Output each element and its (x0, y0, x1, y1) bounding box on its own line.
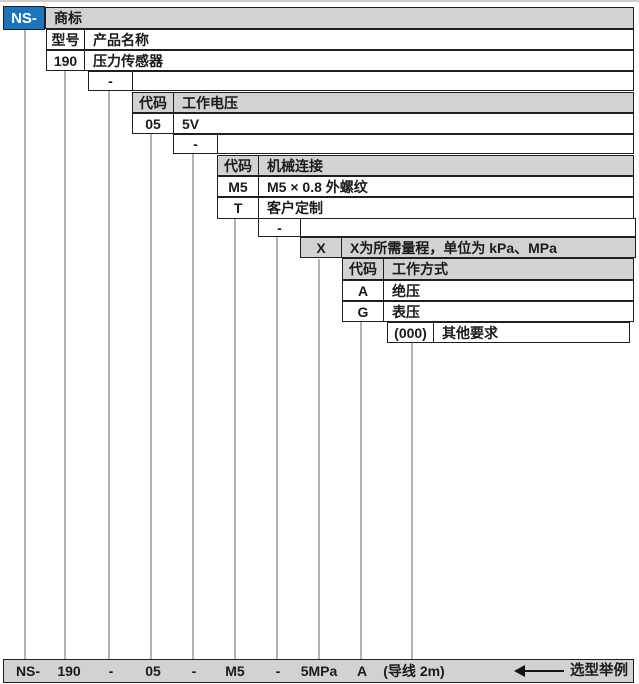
range-code: X (301, 238, 342, 257)
connection-code-m5: M5 (218, 177, 259, 196)
example-part-lead: (导线 2m) (383, 663, 445, 679)
example-part-conn: M5 (225, 663, 245, 679)
page-top-divider (0, 0, 639, 2)
example-part-dash3: - (275, 663, 281, 679)
connection-code-t: T (218, 198, 259, 218)
connection-header-code: 代码 (218, 156, 259, 175)
model-code: 190 (47, 51, 85, 70)
separator-row-3: - (258, 218, 636, 237)
mode-code-g: G (343, 302, 384, 321)
model-value-row: 190 压力传感器 (46, 50, 634, 71)
mode-row-a: A 绝压 (342, 280, 634, 301)
separator-row-2: - (173, 134, 634, 154)
separator-2: - (174, 135, 218, 153)
other-row: (000) 其他要求 (387, 322, 630, 343)
connector-line-other (411, 343, 413, 659)
connector-line-range (318, 259, 320, 659)
left-arrow-tail (524, 669, 564, 673)
connector-line-mode (360, 322, 362, 659)
separator-3: - (259, 219, 301, 236)
connection-row-t: T 客户定制 (217, 197, 634, 219)
voltage-name: 5V (182, 115, 200, 132)
prefix-box: NS- (3, 6, 45, 30)
left-arrow-icon (514, 665, 525, 677)
connector-line-dash1 (108, 90, 110, 659)
model-header-code: 型号 (47, 30, 85, 49)
brand-row: 商标 (45, 7, 634, 29)
range-row: X X为所需量程，单位为 kPa、MPa (300, 237, 636, 258)
connector-line-prefix (24, 30, 26, 659)
mode-header-name: 工作方式 (392, 261, 448, 277)
mode-code-a: A (343, 281, 384, 300)
range-desc: X为所需量程，单位为 kPa、MPa (350, 239, 557, 256)
mode-header-row: 代码 工作方式 (342, 258, 634, 280)
model-header-row: 型号 产品名称 (46, 29, 634, 50)
other-code: (000) (388, 323, 434, 342)
connector-line-dash3 (276, 237, 278, 659)
example-part-voltage: 05 (145, 663, 161, 679)
example-part-dash2: - (191, 663, 197, 679)
connection-header-name: 机械连接 (267, 157, 323, 174)
example-part-model: 190 (57, 663, 81, 679)
connector-line-model (64, 71, 66, 659)
voltage-header-name: 工作电压 (182, 94, 238, 111)
example-part-prefix: NS- (15, 663, 41, 679)
connection-name-t: 客户定制 (267, 200, 323, 216)
mode-header-code: 代码 (343, 259, 384, 279)
example-part-dash1: - (108, 663, 114, 679)
connection-name-m5: M5 × 0.8 外螺纹 (267, 178, 368, 195)
example-label: 选型举例 (570, 663, 628, 679)
voltage-header-row: 代码 工作电压 (132, 92, 634, 113)
voltage-row-05: 05 5V (132, 113, 634, 134)
connection-row-m5: M5 M5 × 0.8 外螺纹 (217, 176, 634, 197)
separator-row-1: - (88, 71, 634, 91)
mode-name-a: 绝压 (392, 282, 420, 299)
connector-line-connection (234, 219, 236, 659)
voltage-header-code: 代码 (133, 93, 174, 112)
mode-name-g: 表压 (392, 303, 420, 320)
brand-label: 商标 (54, 10, 82, 26)
mode-row-g: G 表压 (342, 301, 634, 322)
model-name: 压力传感器 (93, 52, 163, 69)
voltage-code: 05 (133, 114, 174, 133)
example-bar: NS- 190 - 05 - M5 - 5MPa A (导线 2m) 选型举例 (3, 659, 634, 683)
prefix-label: NS- (11, 9, 37, 27)
example-part-range: 5MPa (300, 663, 338, 679)
example-part-mode: A (356, 663, 368, 679)
separator-1: - (89, 72, 133, 90)
connector-line-voltage (150, 134, 152, 659)
model-header-name: 产品名称 (93, 31, 149, 48)
connector-line-dash2 (192, 153, 194, 659)
other-desc: 其他要求 (442, 324, 498, 341)
connection-header-row: 代码 机械连接 (217, 155, 634, 176)
